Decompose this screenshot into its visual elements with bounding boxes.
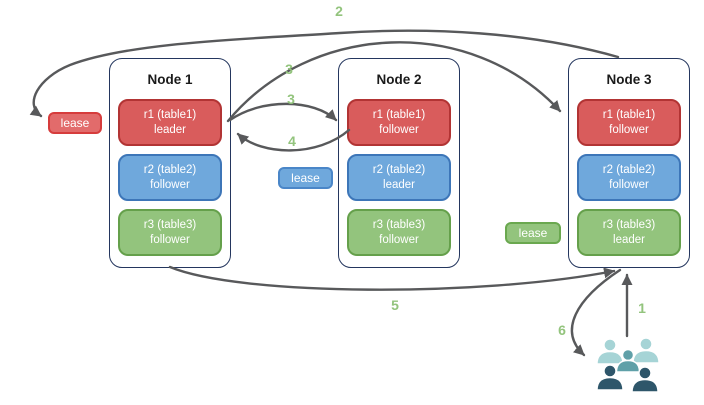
replica-role: follower — [150, 178, 190, 191]
replica-role: leader — [383, 178, 415, 191]
node-1-replica-r3: r3 (table3) follower — [118, 209, 222, 256]
replica-role: follower — [609, 123, 649, 136]
arrow-step6 — [570, 268, 622, 357]
replica-name: r3 (table3) — [143, 218, 197, 231]
node-2-replica-r3: r3 (table3) follower — [347, 209, 451, 256]
replica-role: follower — [379, 123, 419, 136]
step-label-1: 1 — [638, 300, 646, 316]
node-3-title: Node 3 — [606, 72, 652, 87]
replica-role: follower — [379, 233, 419, 246]
step-label-6: 6 — [558, 322, 566, 338]
node-1-title: Node 1 — [147, 72, 193, 87]
node-3-replica-r2: r2 (table2) follower — [577, 154, 681, 201]
lease-badge-red: lease — [48, 112, 102, 134]
node-1: Node 1 r1 (table1) leader r2 (table2) fo… — [109, 58, 231, 268]
replica-name: r1 (table1) — [143, 108, 197, 121]
replica-name: r1 (table1) — [602, 108, 656, 121]
node-3: Node 3 r1 (table1) follower r2 (table2) … — [568, 58, 690, 268]
user-icon-dark-right — [631, 366, 659, 393]
replica-name: r2 (table2) — [372, 163, 426, 176]
node-1-replica-r2: r2 (table2) follower — [118, 154, 222, 201]
node-3-replica-r1: r1 (table1) follower — [577, 99, 681, 146]
user-icon-mid — [615, 348, 641, 373]
user-icon-light-right — [632, 337, 660, 364]
arrow-step5 — [168, 265, 616, 291]
step-label-5: 5 — [391, 297, 399, 313]
node-2-replica-r2: r2 (table2) leader — [347, 154, 451, 201]
replica-name: r3 (table3) — [602, 218, 656, 231]
user-icon-light-left — [596, 338, 624, 365]
user-icon-dark-left — [596, 364, 624, 391]
replica-role: leader — [154, 123, 186, 136]
replica-role: follower — [609, 178, 649, 191]
node-2: Node 2 r1 (table1) follower r2 (table2) … — [338, 58, 460, 268]
step-label-3a: 3 — [285, 61, 293, 77]
replica-name: r2 (table2) — [143, 163, 197, 176]
replica-name: r1 (table1) — [372, 108, 426, 121]
replica-name: r2 (table2) — [602, 163, 656, 176]
step-label-3b: 3 — [287, 91, 295, 107]
replica-role: leader — [613, 233, 645, 246]
step-label-2: 2 — [335, 3, 343, 19]
node-2-replica-r1: r1 (table1) follower — [347, 99, 451, 146]
users-group-icon — [596, 337, 660, 393]
node-3-replica-r3: r3 (table3) leader — [577, 209, 681, 256]
lease-badge-blue: lease — [278, 167, 333, 189]
replica-name: r3 (table3) — [372, 218, 426, 231]
node-1-replica-r1: r1 (table1) leader — [118, 99, 222, 146]
lease-badge-green: lease — [505, 222, 561, 244]
node-2-title: Node 2 — [376, 72, 422, 87]
step-label-4: 4 — [288, 133, 296, 149]
arrow-step3-to-node2 — [228, 102, 338, 122]
replica-role: follower — [150, 233, 190, 246]
